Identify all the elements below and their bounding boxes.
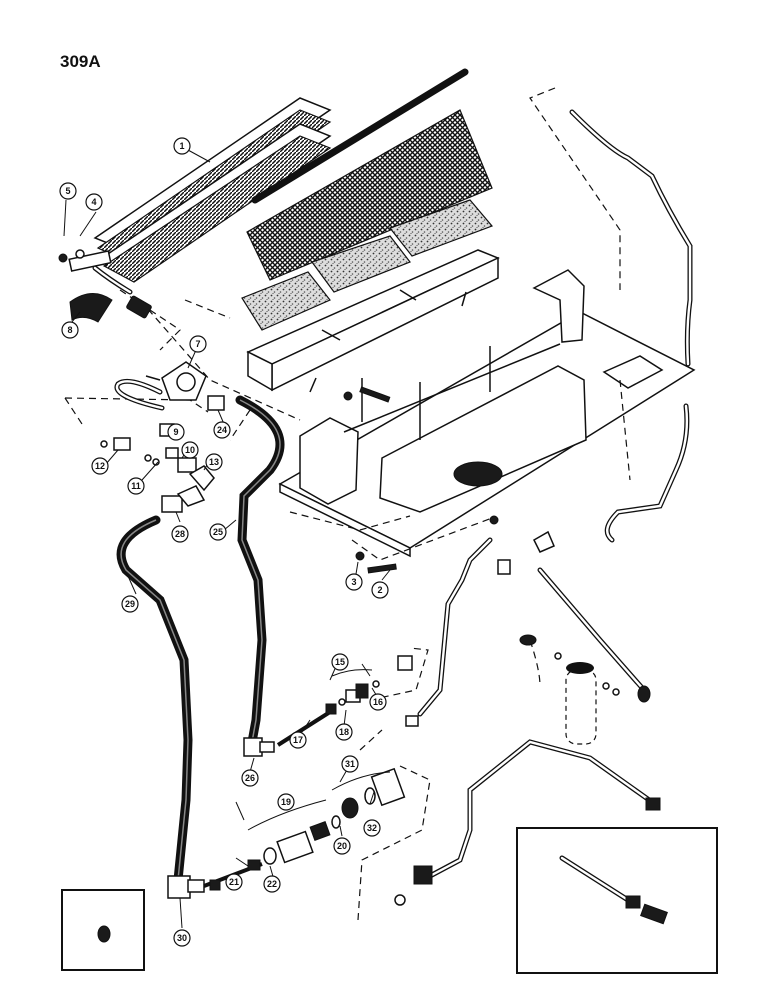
callout-29: 29 [121, 595, 139, 613]
svg-text:21: 21 [229, 877, 239, 887]
insulation-tape [69, 293, 113, 323]
callout-25: 25 [209, 523, 227, 541]
svg-text:25: 25 [213, 527, 223, 537]
callout-26: 26 [241, 769, 259, 787]
callout-15: 15 [331, 653, 349, 671]
svg-text:28: 28 [175, 529, 185, 539]
callout-4: 4 [85, 193, 103, 211]
svg-text:12: 12 [95, 461, 105, 471]
svg-text:11: 11 [131, 481, 141, 491]
refrigerant-line-upper [417, 530, 651, 717]
svg-text:10: 10 [185, 445, 195, 455]
elbow-30 [167, 875, 205, 899]
svg-text:5: 5 [65, 186, 70, 196]
callout-8: 8 [61, 321, 79, 339]
svg-text:9: 9 [173, 427, 178, 437]
page-title: 309A [60, 52, 101, 71]
group-brackets [247, 669, 391, 831]
svg-text:29: 29 [125, 599, 135, 609]
svg-text:18: 18 [339, 727, 349, 737]
callout-31: 31 [341, 755, 359, 773]
svg-text:24: 24 [217, 425, 227, 435]
receiver-drier [519, 634, 620, 745]
svg-text:30: 30 [177, 933, 187, 943]
capillary-tube [114, 378, 165, 411]
svg-text:19: 19 [281, 797, 291, 807]
callout-24: 24 [213, 421, 231, 439]
callout-12: 12 [91, 457, 109, 475]
callout-20: 20 [333, 837, 351, 855]
housing-base-plate [278, 269, 696, 558]
svg-text:7: 7 [195, 339, 200, 349]
hardware-bolts-nuts [58, 249, 499, 574]
callout-10: 10 [181, 441, 199, 459]
foam-seal-strip [251, 68, 469, 204]
svg-text:22: 22 [267, 879, 277, 889]
svg-text:13: 13 [209, 457, 219, 467]
fittings-15-16-18 [338, 655, 419, 727]
drain-hose-upper [569, 109, 693, 367]
dashed-connection-lines [64, 87, 631, 921]
callout-7: 7 [189, 335, 207, 353]
mesh-filter-screen [246, 109, 493, 281]
svg-text:16: 16 [373, 697, 383, 707]
callout-30: 30 [173, 929, 191, 947]
filter-pads [241, 199, 494, 331]
callout-32: 32 [363, 819, 381, 837]
callout-5: 5 [59, 182, 77, 200]
callout-1: 1 [173, 137, 191, 155]
evaporator-coil [68, 97, 332, 295]
callout-9: 9 [167, 423, 185, 441]
callout-22: 22 [263, 875, 281, 893]
svg-text:3: 3 [351, 577, 356, 587]
callout-19: 19 [277, 793, 295, 811]
callout-21: 21 [225, 873, 243, 891]
callout-11: 11 [127, 477, 145, 495]
hose-25 [235, 395, 285, 747]
callout-28: 28 [171, 525, 189, 543]
elbow-26 [243, 737, 275, 757]
callout-13: 13 [205, 453, 223, 471]
fittings-31-32 [341, 767, 406, 819]
detail-inset-right [516, 827, 718, 974]
svg-text:20: 20 [337, 841, 347, 851]
svg-text:26: 26 [245, 773, 255, 783]
callout-17: 17 [289, 731, 307, 749]
drain-tray [246, 249, 500, 393]
clamp-8-insulation [126, 295, 152, 319]
callout-16: 16 [369, 693, 387, 711]
svg-text:8: 8 [67, 325, 72, 335]
drain-hose-lower [604, 403, 690, 543]
refrigerant-line-lower [394, 739, 661, 906]
fittings-group [100, 395, 225, 513]
svg-text:2: 2 [377, 585, 382, 595]
callout-18: 18 [335, 723, 353, 741]
svg-text:32: 32 [367, 823, 377, 833]
svg-text:17: 17 [293, 735, 303, 745]
svg-text:31: 31 [345, 759, 355, 769]
fittings-19-20-22 [263, 815, 341, 865]
svg-text:15: 15 [335, 657, 345, 667]
hose-29 [116, 515, 193, 885]
svg-text:4: 4 [91, 197, 96, 207]
detail-inset-left [61, 889, 145, 971]
expansion-valve [145, 361, 207, 401]
callout-3: 3 [345, 573, 363, 591]
callout-2: 2 [371, 581, 389, 599]
svg-text:1: 1 [179, 141, 184, 151]
